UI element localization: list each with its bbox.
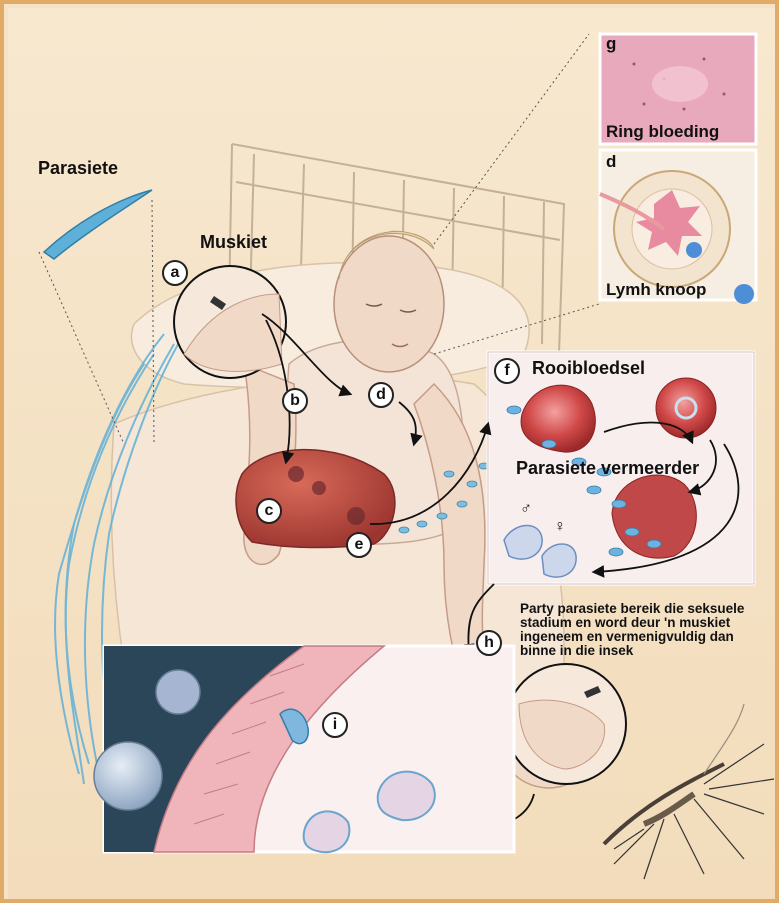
hand-callout xyxy=(506,664,626,784)
mosquito-bite-callout xyxy=(174,266,286,378)
zygote-a xyxy=(378,772,435,820)
label-lymh-knoop: Lymh knoop xyxy=(606,280,706,300)
male-symbol: ♂ xyxy=(520,500,532,518)
marker-g: g xyxy=(606,34,616,54)
inset-mosquito-gut xyxy=(94,646,514,852)
gametocyte-female xyxy=(542,544,576,577)
marker-d: d xyxy=(368,382,394,408)
zygote-b xyxy=(304,811,350,852)
label-parasiete-vermeerder: Parasiete vermeerder xyxy=(516,458,699,479)
marker-e: e xyxy=(346,532,372,558)
label-ring-bloeding: Ring bloeding xyxy=(606,122,719,142)
marker-f: f xyxy=(494,358,520,384)
marker-b: b xyxy=(282,388,308,414)
marker-i: i xyxy=(322,712,348,738)
rbc-healthy xyxy=(656,378,716,438)
marker-c: c xyxy=(256,498,282,524)
female-symbol: ♀ xyxy=(554,518,566,536)
label-sexual-stage: Party parasiete bereik die seksuele stad… xyxy=(520,602,760,658)
marker-h: h xyxy=(476,630,502,656)
label-muskiet: Muskiet xyxy=(200,232,267,253)
marker-a: a xyxy=(162,260,188,286)
label-rooibloedsel: Rooibloedsel xyxy=(532,358,645,379)
marker-d-inset: d xyxy=(606,152,616,172)
label-parasiete: Parasiete xyxy=(38,158,118,179)
